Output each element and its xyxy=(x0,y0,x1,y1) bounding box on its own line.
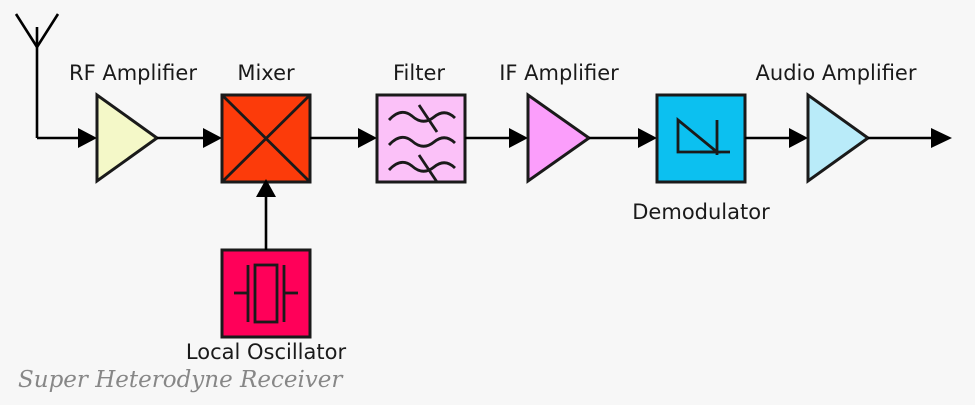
diode-icon xyxy=(676,117,730,155)
amplifier-triangle-icon xyxy=(95,92,160,184)
mixer-block[interactable] xyxy=(220,93,312,184)
wire-mixer-to-filter xyxy=(310,128,377,148)
wire-filter-to-if xyxy=(465,128,528,148)
wire-if-to-demodulator xyxy=(589,128,657,148)
demodulator-box xyxy=(655,93,747,184)
arrowhead-filter-to-if xyxy=(509,128,528,148)
rf-amplifier-block[interactable] xyxy=(95,92,160,184)
arrowhead-rf-to-mixer xyxy=(203,128,222,148)
audio-amplifier-label: Audio Amplifier xyxy=(756,61,917,85)
arrowhead-demodulator-to-audio xyxy=(789,128,808,148)
filter-label: Filter xyxy=(393,61,445,85)
local-oscillator-block[interactable] xyxy=(220,248,312,339)
arrowhead-if-to-demodulator xyxy=(638,128,657,148)
audio-amplifier-block[interactable] xyxy=(806,92,871,184)
arrowhead-antenna-to-rf xyxy=(78,128,97,148)
wire-demodulator-to-audio xyxy=(745,128,808,148)
wire-lo-to-mixer xyxy=(256,179,276,250)
arrowhead-output xyxy=(931,128,952,148)
wire-rf-to-mixer xyxy=(157,128,222,148)
demodulator-block[interactable] xyxy=(655,93,747,184)
antenna-icon xyxy=(14,13,97,148)
mixer-label: Mixer xyxy=(237,61,295,85)
wire-audio-output xyxy=(868,128,952,148)
amplifier-triangle-icon xyxy=(526,92,592,184)
filter-block[interactable] xyxy=(375,93,467,184)
crystal-oscillator-icon xyxy=(234,263,298,324)
arrowhead-mixer-to-filter xyxy=(358,128,377,148)
rf-amplifier-label: RF Amplifier xyxy=(69,61,197,85)
if-amplifier-block[interactable] xyxy=(526,92,592,184)
local-oscillator-label: Local Oscillator xyxy=(186,340,347,364)
filter-waves-icon xyxy=(387,104,456,183)
diagram-caption: Super Heterodyne Receiver xyxy=(18,367,344,393)
arrowhead-lo-to-mixer xyxy=(256,179,276,197)
amplifier-triangle-icon xyxy=(806,92,871,184)
demodulator-label: Demodulator xyxy=(632,200,770,224)
if-amplifier-label: IF Amplifier xyxy=(499,61,619,85)
mixer-x-icon xyxy=(221,94,311,183)
